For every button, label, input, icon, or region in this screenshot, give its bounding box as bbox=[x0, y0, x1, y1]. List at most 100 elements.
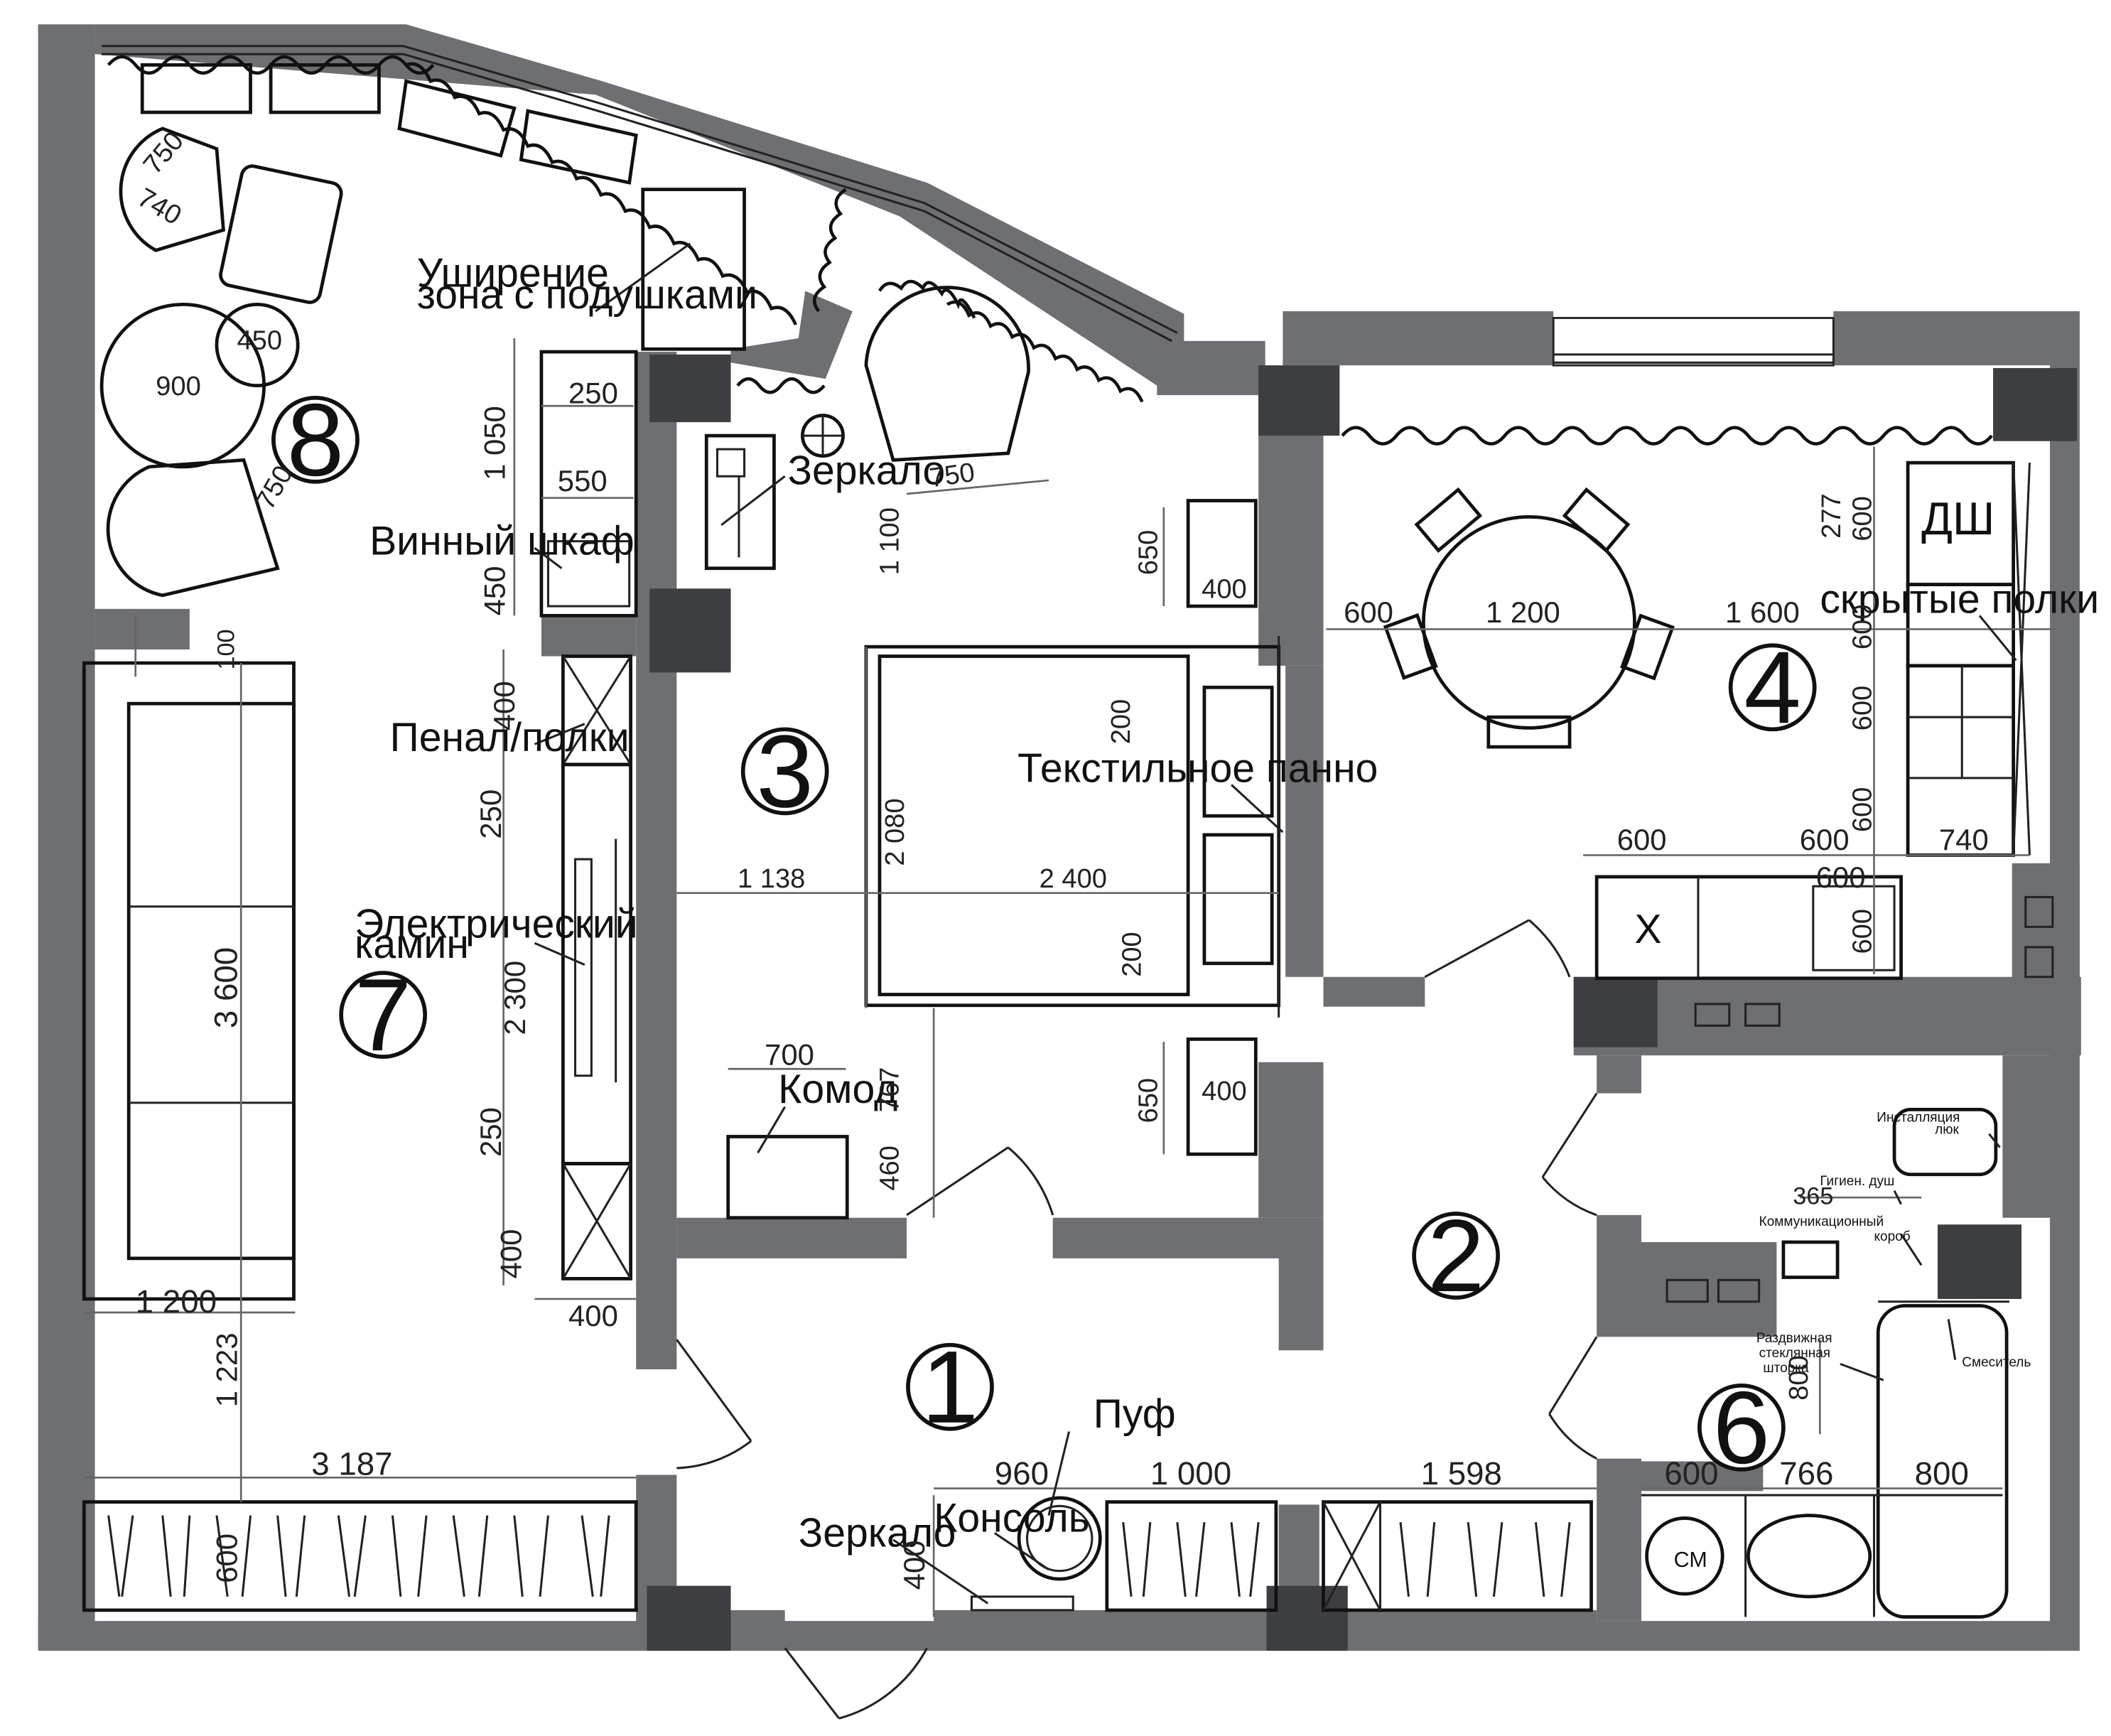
dim-1200a: 1 200 bbox=[1486, 595, 1560, 629]
walls bbox=[38, 24, 2081, 1651]
room-6-marker: 6 bbox=[1697, 1370, 1786, 1485]
dim-400a: 400 bbox=[1202, 575, 1247, 605]
label-mirror-top: Зеркало bbox=[787, 448, 945, 494]
label-comm-box-2: короб bbox=[1874, 1229, 1910, 1244]
label-sliding-3: шторка bbox=[1763, 1361, 1809, 1376]
dim-600b: 600 bbox=[1848, 496, 1878, 541]
dim-200a: 200 bbox=[1106, 699, 1136, 745]
label-console: Консоль bbox=[934, 1495, 1089, 1541]
dim-250a: 250 bbox=[568, 376, 618, 409]
dim-2400: 2 400 bbox=[1040, 864, 1107, 894]
room-8-label: 8 bbox=[287, 382, 344, 497]
room-2-label: 2 bbox=[1427, 1198, 1484, 1313]
dim-600g: 600 bbox=[1800, 823, 1850, 856]
dim-600i: 600 bbox=[1848, 909, 1878, 954]
room-1-label: 1 bbox=[922, 1330, 978, 1445]
dim-600e: 600 bbox=[1848, 787, 1878, 832]
dim-2300: 2 300 bbox=[498, 961, 531, 1035]
dim-1598: 1 598 bbox=[1421, 1455, 1502, 1492]
label-dresser: Комод bbox=[778, 1067, 897, 1112]
dim-450b: 450 bbox=[478, 566, 512, 616]
dim-600f: 600 bbox=[1617, 823, 1667, 856]
dim-250b: 250 bbox=[474, 789, 507, 839]
dim-767: 767 bbox=[875, 1067, 905, 1113]
dim-766: 766 bbox=[1779, 1455, 1833, 1492]
label-widening: Уширение bbox=[417, 251, 609, 296]
label-sliding-1: Раздвижная bbox=[1756, 1331, 1832, 1346]
dim-600a: 600 bbox=[1344, 595, 1393, 629]
dim-400f: 400 bbox=[897, 1540, 931, 1590]
dim-1050: 1 050 bbox=[478, 406, 512, 480]
dim-600c: 600 bbox=[1848, 604, 1878, 649]
annotation-labels: Уширение зона с подушками Зеркало Винный… bbox=[355, 251, 2099, 1572]
room-1-marker: 1 bbox=[906, 1330, 994, 1445]
dim-400c: 400 bbox=[494, 1229, 527, 1279]
label-mixer: Смеситель bbox=[1962, 1355, 2031, 1370]
label-textile-panel: Текстильное панно bbox=[1017, 746, 1378, 792]
columns bbox=[647, 354, 2078, 1651]
label-penal-shelves: Пенал/полки bbox=[390, 715, 630, 760]
room-4-label: 4 bbox=[1744, 630, 1800, 745]
dim-1200b: 1 200 bbox=[136, 1283, 217, 1320]
dim-550: 550 bbox=[558, 464, 608, 497]
label-hygienic-shower: Гигиен. душ bbox=[1820, 1174, 1894, 1189]
label-wine-cabinet: Винный шкаф bbox=[369, 519, 635, 564]
dim-650a: 650 bbox=[1133, 530, 1163, 576]
room-3-label: 3 bbox=[756, 713, 813, 829]
dim-460: 460 bbox=[875, 1145, 905, 1191]
dim-740b: 740 bbox=[1939, 823, 1989, 856]
label-dishwasher: ДШ bbox=[1921, 492, 1994, 544]
dim-1000: 1 000 bbox=[1150, 1455, 1231, 1492]
dim-3187: 3 187 bbox=[311, 1446, 392, 1482]
dim-960: 960 bbox=[995, 1455, 1049, 1492]
label-pouf: Пуф bbox=[1094, 1391, 1176, 1437]
label-hidden-shelves: скрытые полки bbox=[1820, 577, 2099, 622]
dim-365: 365 bbox=[1793, 1183, 1833, 1210]
dim-400e: 400 bbox=[1202, 1077, 1247, 1106]
label-installation-2: люк bbox=[1935, 1123, 1959, 1138]
dim-600h: 600 bbox=[1816, 861, 1866, 894]
furniture bbox=[82, 63, 2054, 1619]
windows bbox=[102, 45, 1835, 367]
dim-277: 277 bbox=[1817, 493, 1847, 539]
room-7-label: 7 bbox=[355, 957, 411, 1072]
dim-3600: 3 600 bbox=[208, 947, 244, 1028]
dim-1100: 1 100 bbox=[875, 507, 905, 575]
dim-700: 700 bbox=[765, 1038, 814, 1072]
label-sliding-2: стеклянная bbox=[1759, 1346, 1830, 1361]
room-3-marker: 3 bbox=[740, 713, 829, 829]
leader-lines bbox=[534, 242, 2017, 1605]
label-fireplace-2: камин bbox=[355, 922, 469, 967]
label-mirror-bottom: Зеркало bbox=[799, 1510, 956, 1556]
room-8-marker: 8 bbox=[271, 382, 360, 497]
room-markers: 1 2 3 4 6 7 8 bbox=[271, 382, 1817, 1485]
dim-740: 740 bbox=[132, 183, 186, 231]
room-6-label: 6 bbox=[1713, 1370, 1770, 1485]
label-comm-box-1: Коммуникационный bbox=[1759, 1214, 1884, 1229]
room-4-marker: 4 bbox=[1728, 630, 1817, 745]
dim-1138: 1 138 bbox=[738, 864, 805, 894]
label-stove: Х bbox=[1634, 907, 1661, 952]
dim-600d: 600 bbox=[1848, 686, 1878, 731]
label-washer: СМ bbox=[1674, 1548, 1707, 1572]
dim-600k: 600 bbox=[1664, 1455, 1718, 1492]
dim-200b: 200 bbox=[1117, 932, 1147, 977]
dim-750c: 750 bbox=[928, 458, 977, 493]
room-2-marker: 2 bbox=[1412, 1198, 1501, 1313]
dim-400d: 400 bbox=[568, 1299, 618, 1332]
dimension-lines bbox=[84, 338, 2057, 1617]
room-7-marker: 7 bbox=[339, 957, 428, 1072]
doors bbox=[676, 919, 1598, 1720]
dim-900: 900 bbox=[156, 372, 201, 401]
dim-1223: 1 223 bbox=[210, 1332, 244, 1407]
dim-100: 100 bbox=[213, 629, 240, 669]
dim-450a: 450 bbox=[237, 325, 283, 355]
label-fireplace-1: Электрический bbox=[355, 902, 638, 947]
dim-400b: 400 bbox=[487, 681, 521, 730]
label-pillow-zone: зона с подушками bbox=[417, 272, 757, 318]
dim-800a: 800 bbox=[1784, 1355, 1814, 1401]
dim-600j: 600 bbox=[210, 1533, 244, 1583]
dim-250c: 250 bbox=[474, 1107, 507, 1157]
dim-800b: 800 bbox=[1915, 1455, 1969, 1492]
